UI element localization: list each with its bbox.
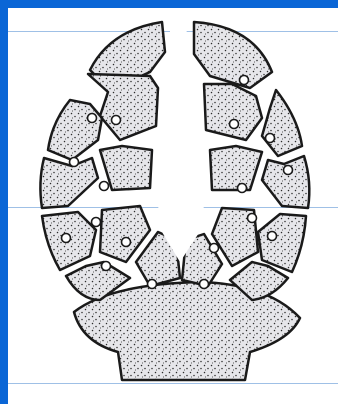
connector-node [100,182,109,191]
connector-node [200,280,209,289]
right-mid-lobe [210,146,262,190]
connector-node [88,114,97,123]
connector-node [284,166,293,175]
connector-node [268,232,277,241]
connector-node [248,214,257,223]
connector-node [210,244,219,253]
connector-node [238,184,247,193]
connector-node [92,218,101,227]
connector-node [122,238,131,247]
connector-node [230,120,239,129]
connector-node [148,280,157,289]
left-side-lobe-2 [40,158,98,208]
right-upper-lobe [194,22,272,88]
left-side-lobe-1 [48,100,102,160]
connector-node [70,158,79,167]
right-upper-mid-lobe [204,84,262,140]
connector-node [266,134,275,143]
right-lower-lobe-1 [258,214,306,272]
connector-node [240,76,249,85]
connector-node [62,234,71,243]
connector-node [112,116,121,125]
right-side-lobe-2 [262,156,309,208]
right-side-lobe-1 [262,90,302,156]
connector-node [102,262,111,271]
